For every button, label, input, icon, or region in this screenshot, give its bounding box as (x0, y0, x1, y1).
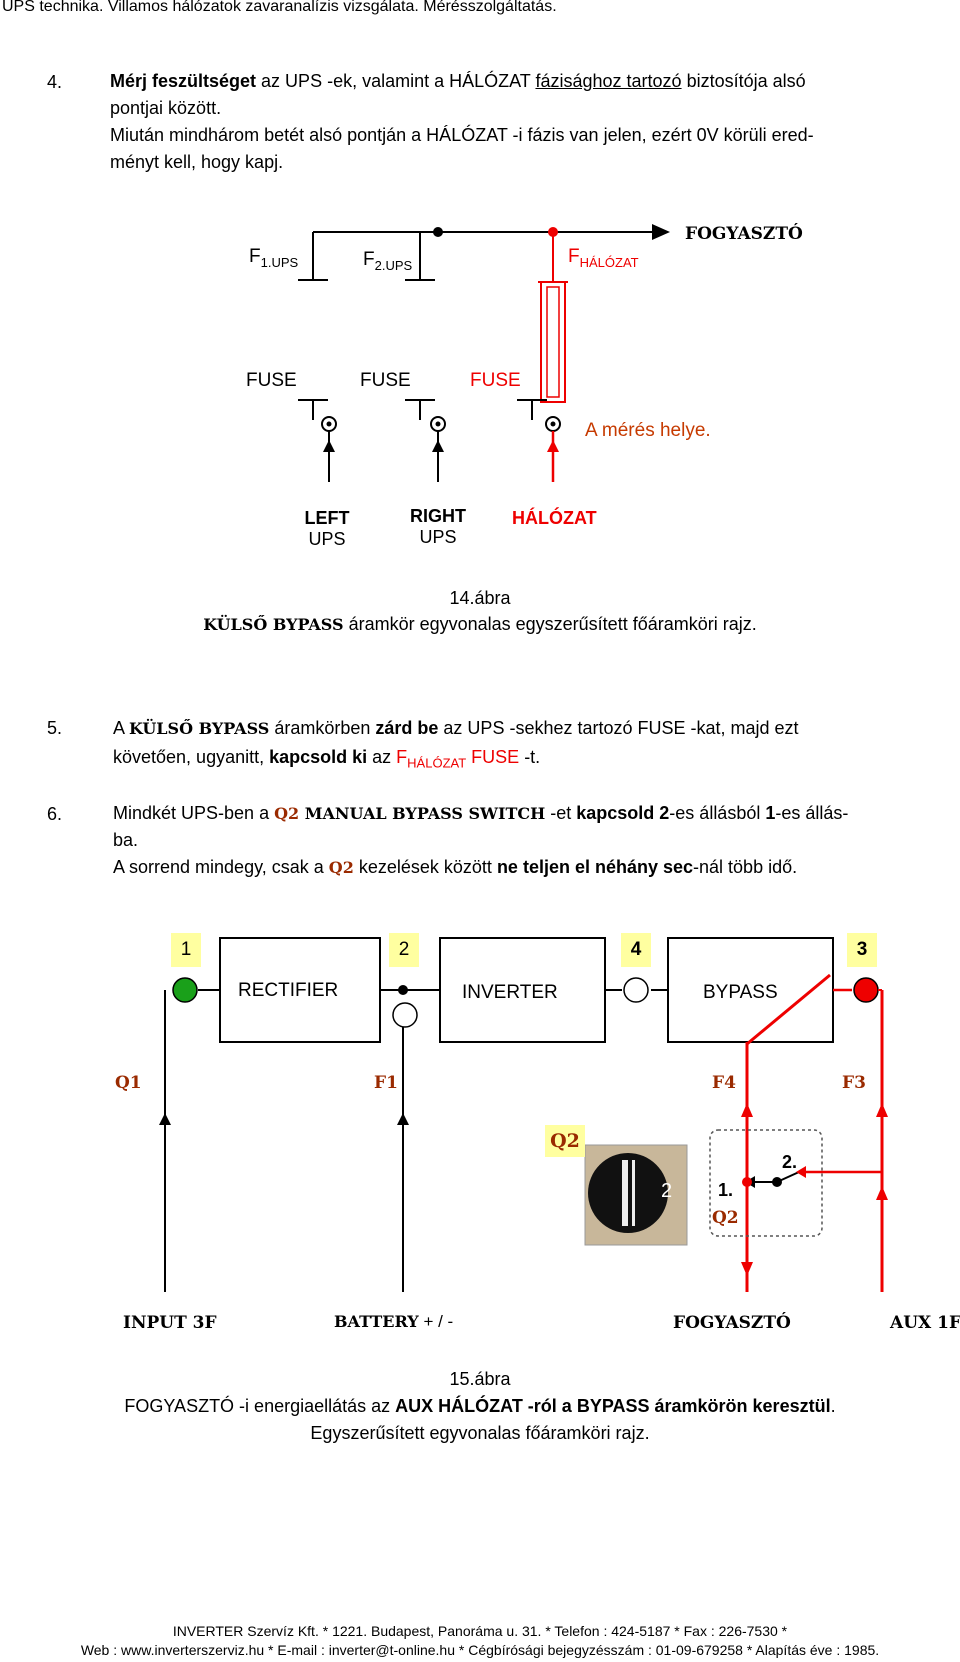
step6-number: 6. (47, 804, 63, 824)
step4-bold: Mérj feszültséget (110, 71, 257, 91)
rectifier-label: RECTIFIER (238, 980, 339, 1001)
page-header: UPS technika. Villamos hálózatok zavaran… (2, 0, 557, 15)
input-3f-label: INPUT 3F (123, 1313, 217, 1333)
fig14-measure-point: A mérés helye. (585, 420, 711, 441)
fig15-caption: 15.ábra FOGYASZTÓ -i energiaellátás az A… (0, 1366, 960, 1447)
q2-pos1: 1. (718, 1180, 734, 1200)
fig14-grid: HÁLÓZAT (512, 508, 597, 528)
knob-position-2: 2 (661, 1180, 673, 1202)
fig15-label-4: 4 (621, 933, 651, 967)
step4-t2: biztosítója alsó (681, 71, 806, 91)
q2-switch-label: Q2 (712, 1208, 739, 1228)
fig14-fuse2: FUSE (360, 370, 411, 391)
footer-line1: INVERTER Szervíz Kft. * 1221. Budapest, … (172, 1623, 788, 1639)
fig15-label-1: 1 (171, 933, 201, 967)
fig15-label-3: 3 (847, 933, 877, 967)
fig15-caption-line3: Egyszerűsített egyvonalas főáramköri raj… (310, 1423, 650, 1443)
aux-1f-label: AUX 1F (890, 1313, 960, 1333)
fig14-consumer: FOGYASZTÓ (685, 224, 803, 244)
fig14-fuse1: FUSE (246, 370, 297, 391)
step4-text: Mérj feszültséget az UPS -ek, valamint a… (110, 68, 930, 176)
footer-line2: Web : www.inverterszerviz.hu * E-mail : … (80, 1642, 880, 1658)
fig14-fh-label: FHÁLÓZAT (568, 246, 639, 270)
fig15-label-2: 2 (389, 933, 419, 967)
f1-label: F1 (374, 1073, 398, 1093)
step5-number: 5. (47, 718, 63, 738)
step4-t1: az UPS -ek, valamint a HÁLÓZAT (256, 71, 536, 91)
f3-label: F3 (842, 1073, 866, 1093)
step4-underline: fázisághoz tartozó (535, 71, 682, 91)
fig14-f1-label: F1.UPS (249, 246, 299, 270)
fig14-caption-rest: áramkör egyvonalas egyszerűsített főáram… (343, 614, 757, 634)
fig14-caption: 14.ábra KÜLSŐ BYPASS áramkör egyvonalas … (0, 585, 960, 638)
fig14-fuse3: FUSE (470, 370, 521, 391)
fig14-caption-bold: KÜLSŐ BYPASS (203, 615, 344, 634)
step4-line3: Miután mindhárom betét alsó pontján a HÁ… (110, 125, 814, 145)
fig14-caption-num: 14.ábra (449, 588, 511, 608)
fig15-consumer-label: FOGYASZTÓ (673, 1313, 791, 1333)
step4-line4: ményt kell, hogy kapj. (110, 152, 284, 172)
fig15-caption-num: 15.ábra (449, 1369, 511, 1389)
step4-line2: pontjai között. (110, 98, 222, 118)
f4-label: F4 (712, 1073, 736, 1093)
fig14-f2-label: F2.UPS (363, 249, 413, 273)
inverter-label: INVERTER (462, 982, 558, 1003)
q2-header: Q2 (545, 1125, 585, 1157)
q1-label: Q1 (115, 1073, 142, 1093)
q2-pos2: 2. (782, 1152, 798, 1172)
step5-text: A KÜLSŐ BYPASS áramkörben zárd be az UPS… (113, 718, 799, 771)
step4-number: 4. (47, 72, 63, 92)
step6-text: Mindkét UPS-ben a Q2 MANUAL BYPASS SWITC… (113, 803, 849, 877)
bypass-label: BYPASS (703, 982, 778, 1003)
battery-label: BATTERY + / - (334, 1312, 454, 1331)
